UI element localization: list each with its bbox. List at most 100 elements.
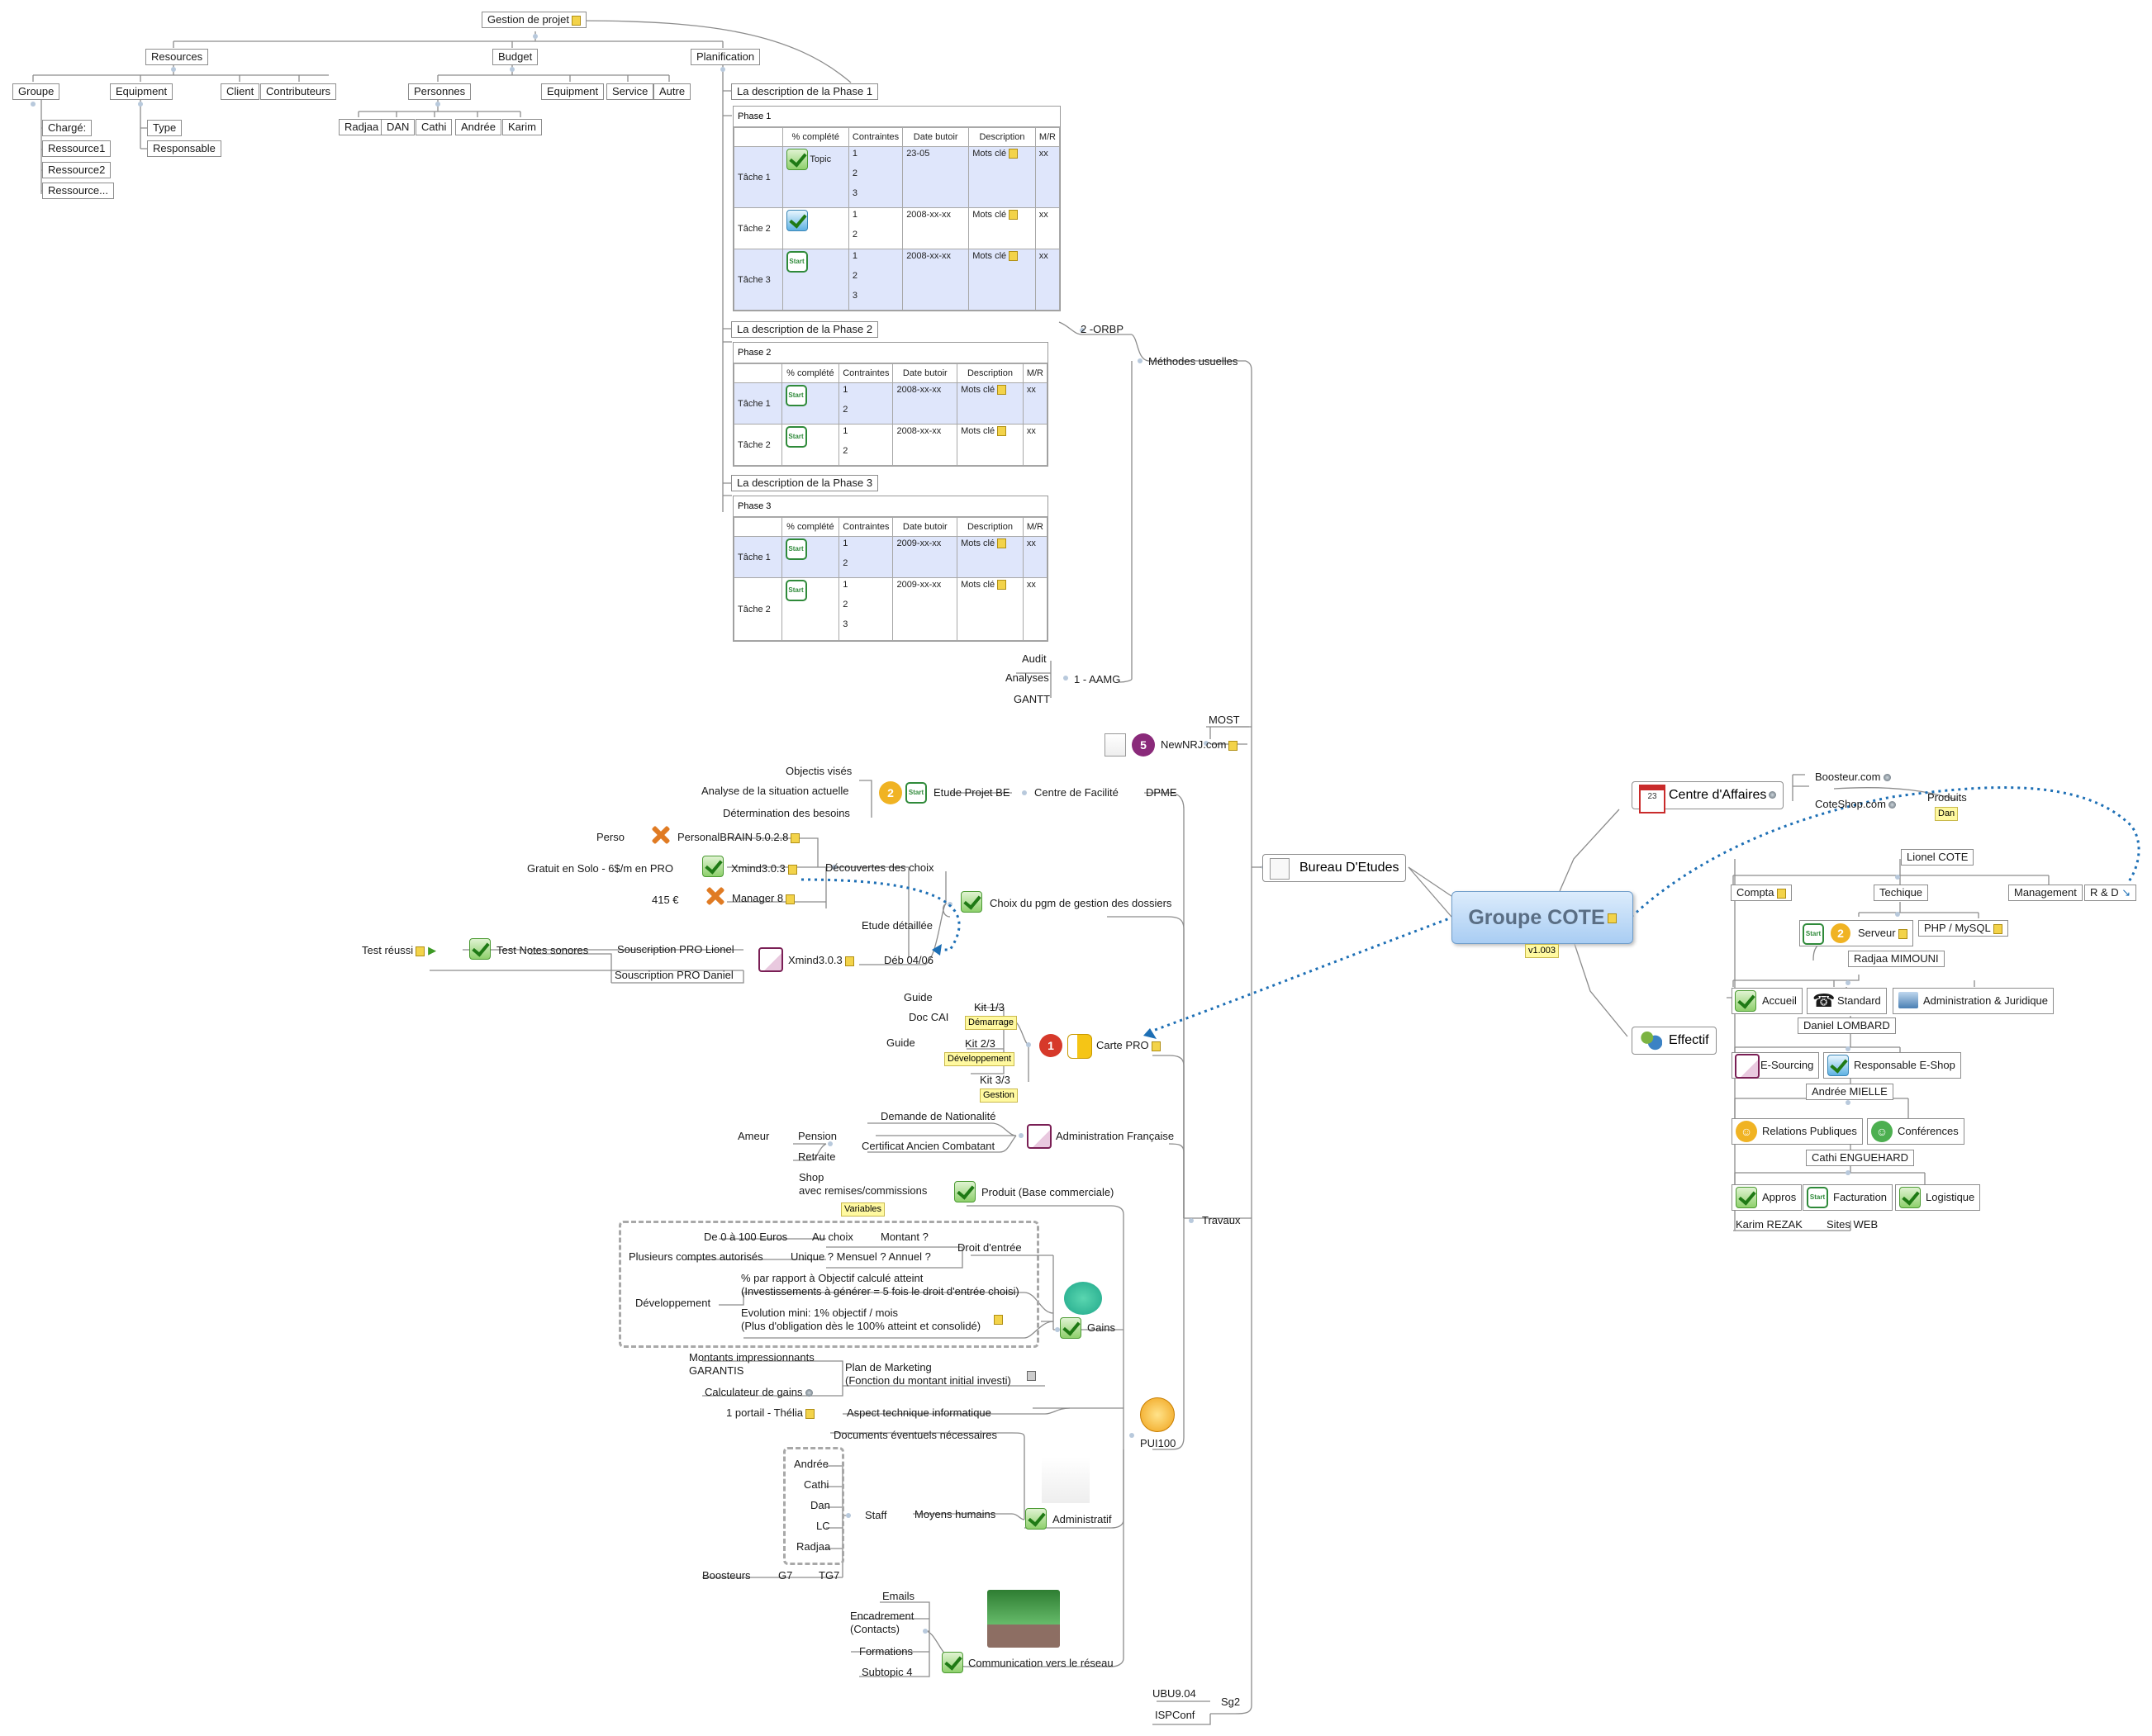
- node-souscription-daniel[interactable]: Souscription PRO Daniel: [615, 969, 734, 981]
- node-personalbrain[interactable]: PersonalBRAIN 5.0.2.8: [677, 831, 800, 844]
- node-documents[interactable]: Documents éventuels nécessaires: [834, 1429, 997, 1441]
- node-admin-francaise[interactable]: Administration Française: [1056, 1130, 1175, 1142]
- node-staff-member[interactable]: Dan: [810, 1499, 830, 1511]
- node-calculateur[interactable]: Calculateur de gains: [705, 1386, 813, 1399]
- node-logistique[interactable]: Logistique: [1895, 1184, 1981, 1211]
- node-retraite[interactable]: Retraite: [798, 1150, 836, 1163]
- node-ressource1[interactable]: Ressource1: [42, 140, 112, 157]
- node-analyse-situation[interactable]: Analyse de la situation actuelle: [701, 785, 849, 797]
- node-test-reussi[interactable]: Test réussi▶: [362, 944, 437, 956]
- node-manager[interactable]: Manager 8: [732, 892, 796, 905]
- node-phase2-desc[interactable]: La description de la Phase 2: [731, 321, 879, 338]
- node-guide[interactable]: Guide: [904, 991, 933, 1003]
- node-produits[interactable]: Produits: [1927, 791, 1967, 804]
- node-montant[interactable]: Montant ?: [881, 1231, 929, 1243]
- node-xmind[interactable]: Xmind3.0.3: [731, 862, 797, 875]
- node-contributeurs[interactable]: Contributeurs: [260, 83, 337, 100]
- node-service[interactable]: Service: [606, 83, 654, 100]
- node-pct[interactable]: % par rapport à Objectif calculé atteint…: [741, 1272, 1019, 1297]
- node-ressource-more[interactable]: Ressource...: [42, 183, 114, 199]
- node-centre-affaires[interactable]: 23 Centre d'Affaires: [1632, 781, 1784, 813]
- node-person[interactable]: Karim: [502, 119, 542, 135]
- node-person[interactable]: Andrée: [455, 119, 501, 135]
- node-kit2[interactable]: Kit 2/3: [965, 1037, 995, 1050]
- node-emails[interactable]: Emails: [882, 1590, 915, 1602]
- node-cathi[interactable]: Cathi ENGUEHARD: [1806, 1150, 1915, 1166]
- node-ispconf[interactable]: ISPConf: [1155, 1709, 1195, 1721]
- node-formations[interactable]: Formations: [859, 1645, 914, 1658]
- node-andree[interactable]: Andrée MIELLE: [1806, 1084, 1893, 1100]
- node-equipment2[interactable]: Equipment: [541, 83, 605, 100]
- node-groupe[interactable]: Groupe: [12, 83, 60, 100]
- node-radjaa[interactable]: Radjaa MIMOUNI: [1848, 951, 1945, 967]
- node-management[interactable]: Management: [2008, 885, 2083, 901]
- node-person[interactable]: Cathi: [416, 119, 453, 135]
- node-au-choix[interactable]: Au choix: [812, 1231, 853, 1243]
- node-choix-pgm[interactable]: Choix du pgm de gestion des dossiers: [990, 897, 1172, 909]
- node-methodes-usuelles[interactable]: Méthodes usuelles: [1148, 355, 1238, 368]
- node-person[interactable]: Radjaa: [339, 119, 385, 135]
- node-charge[interactable]: Chargé:: [42, 120, 93, 136]
- node-resp-eshop[interactable]: Responsable E-Shop: [1823, 1052, 1961, 1079]
- node-doc-cai[interactable]: Doc CAI: [909, 1011, 949, 1023]
- node-portail[interactable]: 1 portail - Thélia: [726, 1406, 815, 1420]
- node-karim[interactable]: Karim REZAK: [1736, 1218, 1803, 1231]
- node-kit1[interactable]: Kit 1/3: [974, 1001, 1005, 1013]
- node-rd[interactable]: R & D ↘: [2084, 885, 2137, 901]
- node-carte-pro[interactable]: Carte PRO: [1096, 1039, 1161, 1052]
- node-phase1-desc[interactable]: La description de la Phase 1: [731, 83, 879, 100]
- node-developpement[interactable]: Développement: [635, 1297, 711, 1309]
- node-droit-entree[interactable]: Droit d'entrée: [957, 1241, 1022, 1254]
- node-gains[interactable]: Gains: [1087, 1321, 1115, 1334]
- node-staff-member[interactable]: LC: [816, 1520, 830, 1532]
- node-gestion-projet[interactable]: Gestion de projet: [482, 12, 587, 28]
- node-produit[interactable]: Produit (Base commerciale): [981, 1186, 1114, 1198]
- node-person[interactable]: DAN: [381, 119, 416, 135]
- node-staff[interactable]: Staff: [865, 1509, 887, 1521]
- node-moyens-humains[interactable]: Moyens humains: [914, 1508, 996, 1520]
- node-orbp[interactable]: 2 -ORBP: [1081, 323, 1124, 335]
- node-prix[interactable]: 415 €: [652, 894, 679, 906]
- node-techique[interactable]: Techique: [1874, 885, 1929, 901]
- node-perso[interactable]: Perso: [596, 831, 625, 843]
- node-staff-member[interactable]: Andrée: [794, 1458, 829, 1470]
- node-staff-member[interactable]: Radjaa: [796, 1540, 831, 1553]
- node-xmind2[interactable]: Xmind3.0.3: [788, 954, 854, 967]
- node-standard[interactable]: ☎Standard: [1807, 988, 1887, 1014]
- node-sites-web[interactable]: Sites WEB: [1827, 1218, 1879, 1231]
- node-conferences[interactable]: ☺Conférences: [1867, 1118, 1964, 1145]
- central-topic[interactable]: Groupe COTE: [1451, 891, 1633, 944]
- node-staff-member[interactable]: Cathi: [804, 1478, 829, 1491]
- node-decouvertes[interactable]: Découvertes des choix: [825, 861, 934, 874]
- node-communication[interactable]: Communication vers le réseau: [968, 1657, 1114, 1669]
- node-subtopic[interactable]: Subtopic 4: [862, 1666, 913, 1678]
- node-evolution[interactable]: Evolution mini: 1% objectif / mois(Plus …: [741, 1307, 981, 1332]
- node-accueil[interactable]: Accueil: [1732, 988, 1803, 1014]
- node-determination[interactable]: Détermination des besoins: [723, 807, 850, 819]
- node-audit[interactable]: Audit: [1022, 652, 1047, 665]
- node-type[interactable]: Type: [147, 120, 183, 136]
- node-deb[interactable]: Déb 04/06: [884, 954, 933, 966]
- node-test-notes[interactable]: Test Notes sonores: [496, 944, 589, 956]
- node-unique[interactable]: Unique ? Mensuel ? Annuel ?: [791, 1250, 931, 1263]
- node-responsable[interactable]: Responsable: [147, 140, 221, 157]
- node-ameur[interactable]: Ameur: [738, 1130, 770, 1142]
- node-boosteurs[interactable]: Boosteurs: [702, 1569, 751, 1582]
- node-certificat[interactable]: Certificat Ancien Combatant: [862, 1140, 995, 1152]
- node-travaux[interactable]: Travaux: [1202, 1214, 1241, 1226]
- node-de0[interactable]: De 0 à 100 Euros: [704, 1231, 788, 1243]
- node-appros[interactable]: Appros: [1732, 1184, 1803, 1211]
- node-etude-detaillee[interactable]: Etude détaillée: [862, 919, 933, 932]
- node-aspect-technique[interactable]: Aspect technique informatique: [847, 1406, 991, 1419]
- node-analyses[interactable]: Analyses: [1005, 671, 1049, 684]
- node-pension[interactable]: Pension: [798, 1130, 837, 1142]
- node-gratuit[interactable]: Gratuit en Solo - 6$/m en PRO: [527, 862, 674, 875]
- node-lionel-cote[interactable]: Lionel COTE: [1901, 849, 1974, 866]
- node-resources[interactable]: Resources: [145, 49, 209, 65]
- node-serveur[interactable]: Start 2 Serveur: [1799, 920, 1913, 946]
- node-most[interactable]: MOST: [1209, 714, 1240, 726]
- node-admin-juridique[interactable]: Administration & Juridique: [1893, 988, 2055, 1014]
- node-guide2[interactable]: Guide: [886, 1036, 915, 1049]
